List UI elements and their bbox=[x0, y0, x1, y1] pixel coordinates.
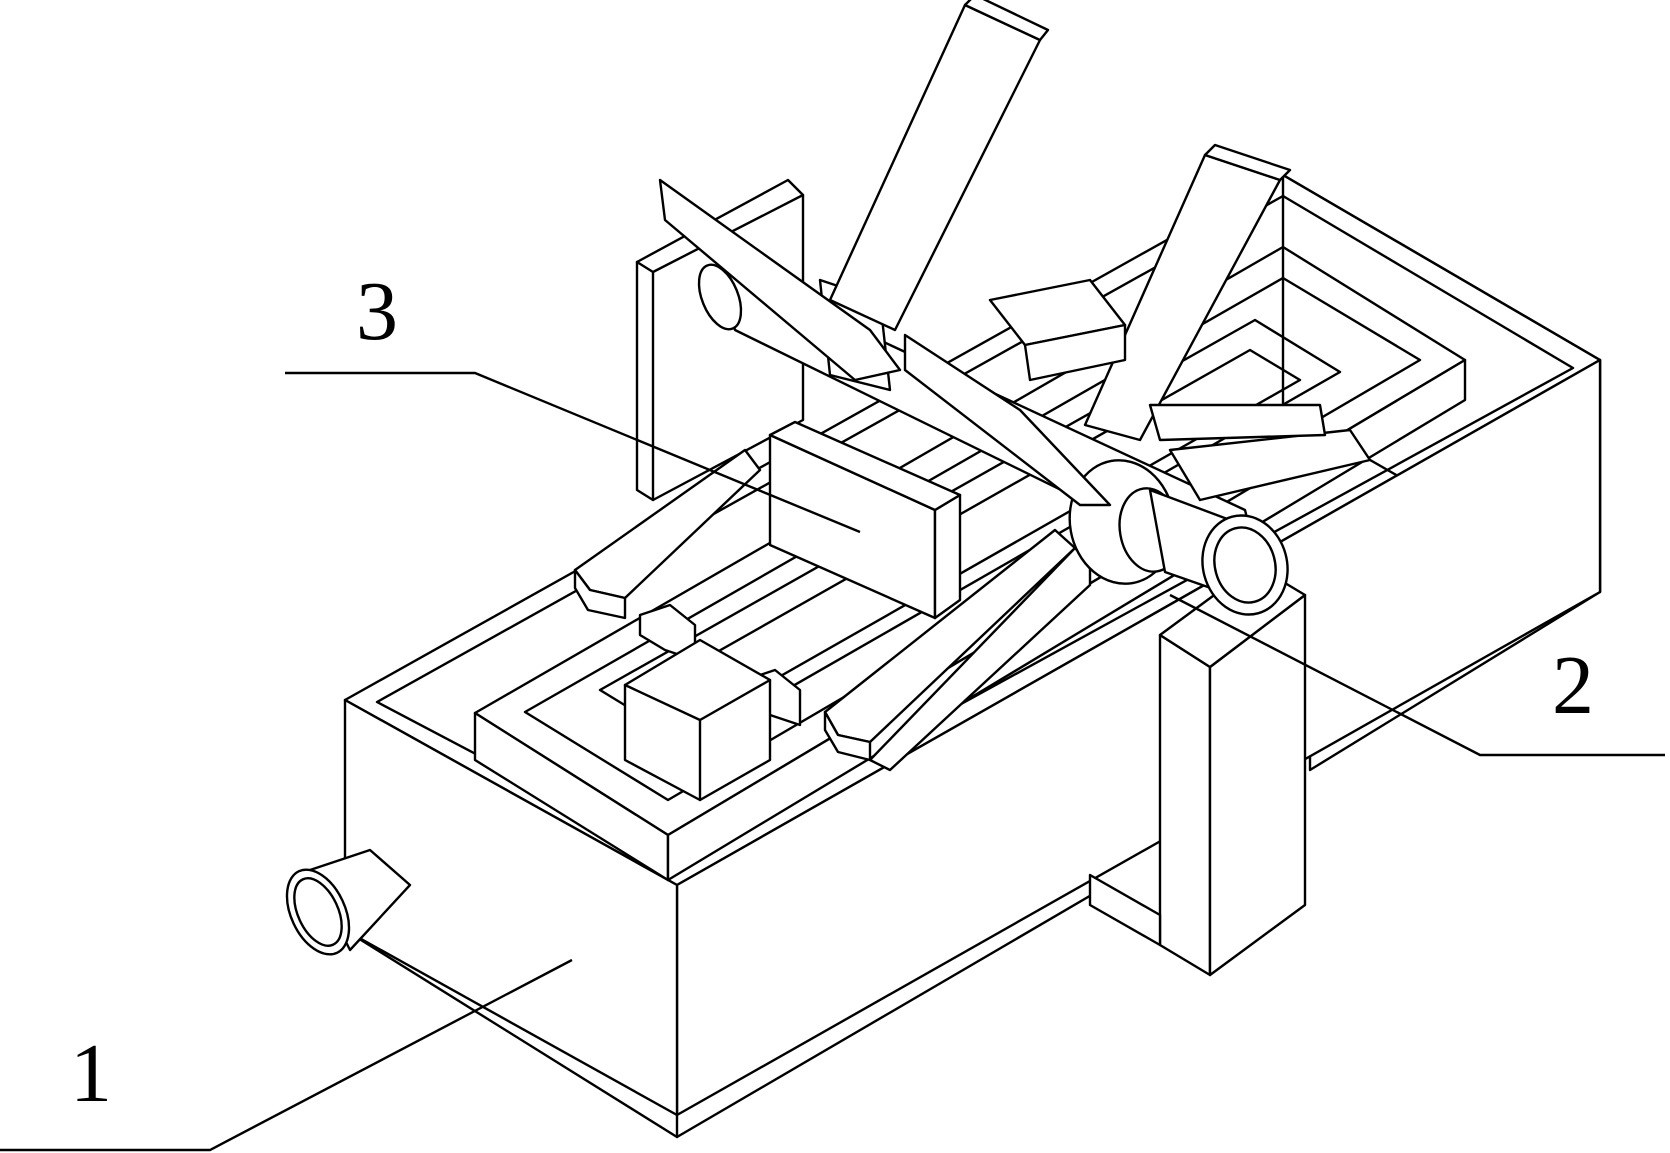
leader-line-1 bbox=[0, 958, 573, 1152]
inlet-pipe-mouth bbox=[285, 868, 351, 956]
carriage-block-side bbox=[933, 493, 962, 620]
leader-lines bbox=[0, 371, 1665, 1152]
base-tank bbox=[343, 173, 1602, 1139]
paddle-upper-long bbox=[828, 3, 1042, 332]
slide-ramp bbox=[868, 546, 1092, 772]
bearing-pillar-front bbox=[1158, 633, 1212, 977]
carriage-block-top bbox=[768, 420, 962, 512]
shaft-rear-end bbox=[697, 263, 743, 331]
left-chutes bbox=[573, 448, 1092, 772]
inlet-pipe bbox=[285, 848, 412, 956]
leader-line-2 bbox=[1169, 593, 1665, 757]
paddle-left bbox=[658, 178, 902, 382]
carriage bbox=[623, 420, 962, 802]
paddle-right-mid bbox=[1148, 403, 1327, 442]
callout-label-1: 1 bbox=[70, 1027, 112, 1120]
leader-line-3 bbox=[285, 371, 861, 534]
paddle-center bbox=[903, 333, 1112, 507]
pillar-foot bbox=[1088, 873, 1162, 947]
callout-label-3: 3 bbox=[356, 265, 398, 358]
callout-label-2: 2 bbox=[1552, 639, 1594, 732]
rotor-paddles bbox=[658, 0, 1372, 507]
